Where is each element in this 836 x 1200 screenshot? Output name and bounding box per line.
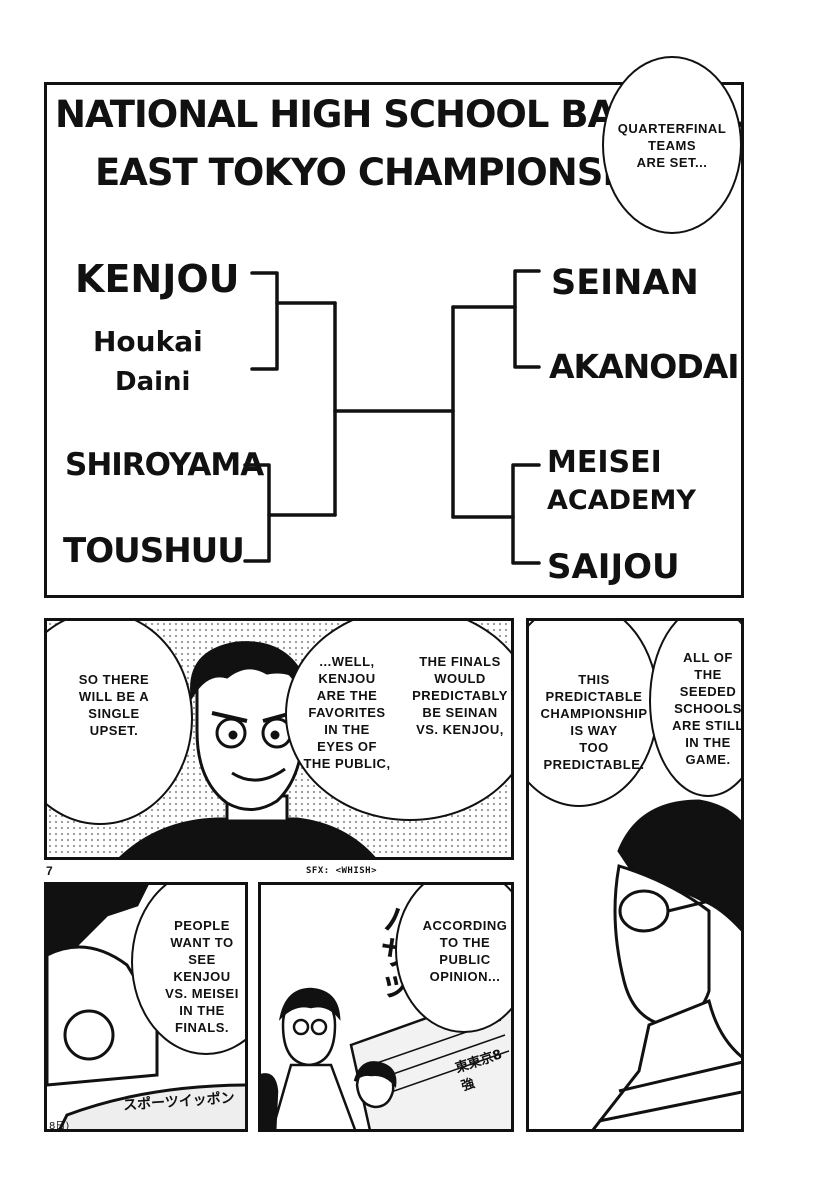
character-glasses-man [591,799,741,1129]
speech-bubble-opinion: ACCORDING TO THE PUBLIC OPINION... [395,885,511,1033]
team-toushuu: TOUSHUU [63,531,245,571]
team-akanodai: AKANODAI [549,347,740,386]
bubble-text-predictable: THIS PREDICTABLE CHAMPIONSHIP IS WAY TOO… [540,672,648,772]
bubble-text-upset: SO THERE WILL BE A SINGLE UPSET. [78,672,150,738]
newspaper-date: 8日) [49,1121,70,1132]
team-seinan: SEINAN [551,263,699,303]
bracket-title-line2: EAST TOKYO CHAMPIONSHIP [95,151,672,194]
bubble-text-favorites: ...WELL, KENJOU ARE THE FAVORITES IN THE… [303,654,391,771]
panel-public-opinion: バサッ 東東京8強 ACCORDING TO THE PUBLIC OPINIO… [258,882,514,1132]
team-houkai-daini-line2: Daini [115,367,191,397]
speech-bubble-seeded: ALL OF THE SEEDED SCHOOLS ARE STILL IN T… [649,621,744,797]
team-shiroyama: SHIROYAMA [65,447,264,483]
bubble-text-people: PEOPLE WANT TO SEE KENJOU VS. MEISEI IN … [165,918,239,1035]
team-saijou: SAIJOU [547,547,680,587]
bubble-text-finals: THE FINALS WOULD PREDICTABLY BE SEINAN V… [412,654,508,737]
sfx-caption: SFX: <WHISH> [306,866,378,876]
team-houkai-daini-line1: Houkai [93,325,203,358]
team-meisei-academy-line2: ACADEMY [547,485,696,516]
speech-bubble-quarterfinal: QUARTERFINAL TEAMS ARE SET... [602,56,742,234]
character-reading-paper [47,885,245,1129]
bracket-lines [243,269,541,565]
speech-bubble-favorites: ...WELL, KENJOU ARE THE FAVORITES IN THE… [285,621,511,821]
character-face-upset [119,641,376,857]
page-number: 7 [46,864,53,878]
speech-bubble-people: PEOPLE WANT TO SEE KENJOU VS. MEISEI IN … [131,885,245,1055]
team-meisei-academy-line1: MEISEI [547,445,662,480]
panel-people-want: スポーツイッポン 8日) PEOPLE WANT TO SEE KENJOU V… [44,882,248,1132]
panel-predictable: THIS PREDICTABLE CHAMPIONSHIP IS WAY TOO… [526,618,744,1132]
panel-upset: SO THERE WILL BE A SINGLE UPSET. ...WELL… [44,618,514,860]
bubble-text-quarterfinal: QUARTERFINAL TEAMS ARE SET... [617,121,727,170]
bubble-text-opinion: ACCORDING TO THE PUBLIC OPINION... [422,918,508,984]
bubble-text-seeded: ALL OF THE SEEDED SCHOOLS ARE STILL IN T… [672,650,744,767]
team-kenjou: KENJOU [75,257,240,301]
